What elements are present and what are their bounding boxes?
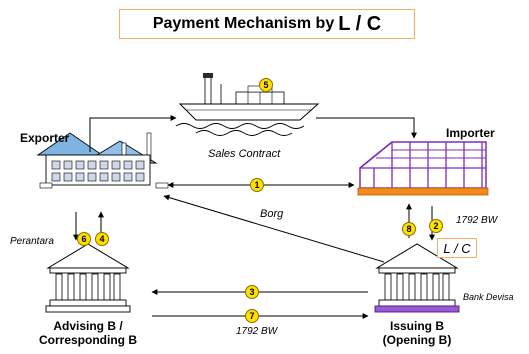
issuing-bank-label-line1: Issuing B (389, 319, 444, 333)
bw-label-top: 1792 BW (456, 215, 498, 226)
exporter-label: Exporter (20, 131, 70, 145)
advising-bank-icon (45, 243, 131, 313)
step-badge-7: 7 (245, 309, 259, 323)
diagram-title: Payment Mechanism by L / C (119, 9, 415, 39)
step-badge-8: 8 (402, 222, 416, 236)
ship-icon (175, 73, 320, 136)
step-badge-4: 4 (95, 232, 109, 246)
importer-label: Importer (446, 126, 495, 140)
advising-bank-label-line1: Advising B / (53, 319, 123, 333)
step-badge-1: 1 (250, 178, 264, 192)
bw-label-bottom: 1792 BW (236, 326, 278, 337)
advising-bank-label: Advising B / Corresponding B (13, 319, 163, 347)
sales-contract-label: Sales Contract (208, 148, 281, 160)
bank-devisa-label: Bank Devisa (463, 292, 514, 302)
step-badge-3: 3 (245, 285, 259, 299)
step-badge-6: 6 (77, 232, 91, 246)
issuing-bank-label-line2: (Opening B) (382, 333, 452, 347)
title-text: Payment Mechanism by (152, 15, 335, 32)
lc-box: L / C (437, 238, 477, 258)
warehouse-icon (357, 141, 489, 196)
advising-bank-label-line2: Corresponding B (39, 333, 137, 347)
borg-label: Borg (260, 208, 284, 220)
title-emphasis: L / C (338, 12, 382, 35)
step-badge-5: 5 (259, 78, 273, 92)
issuing-bank-icon (374, 243, 460, 313)
step-badge-2: 2 (429, 219, 443, 233)
perantara-label: Perantara (10, 236, 54, 247)
issuing-bank-label: Issuing B (Opening B) (357, 319, 477, 347)
factory-icon (36, 132, 169, 189)
